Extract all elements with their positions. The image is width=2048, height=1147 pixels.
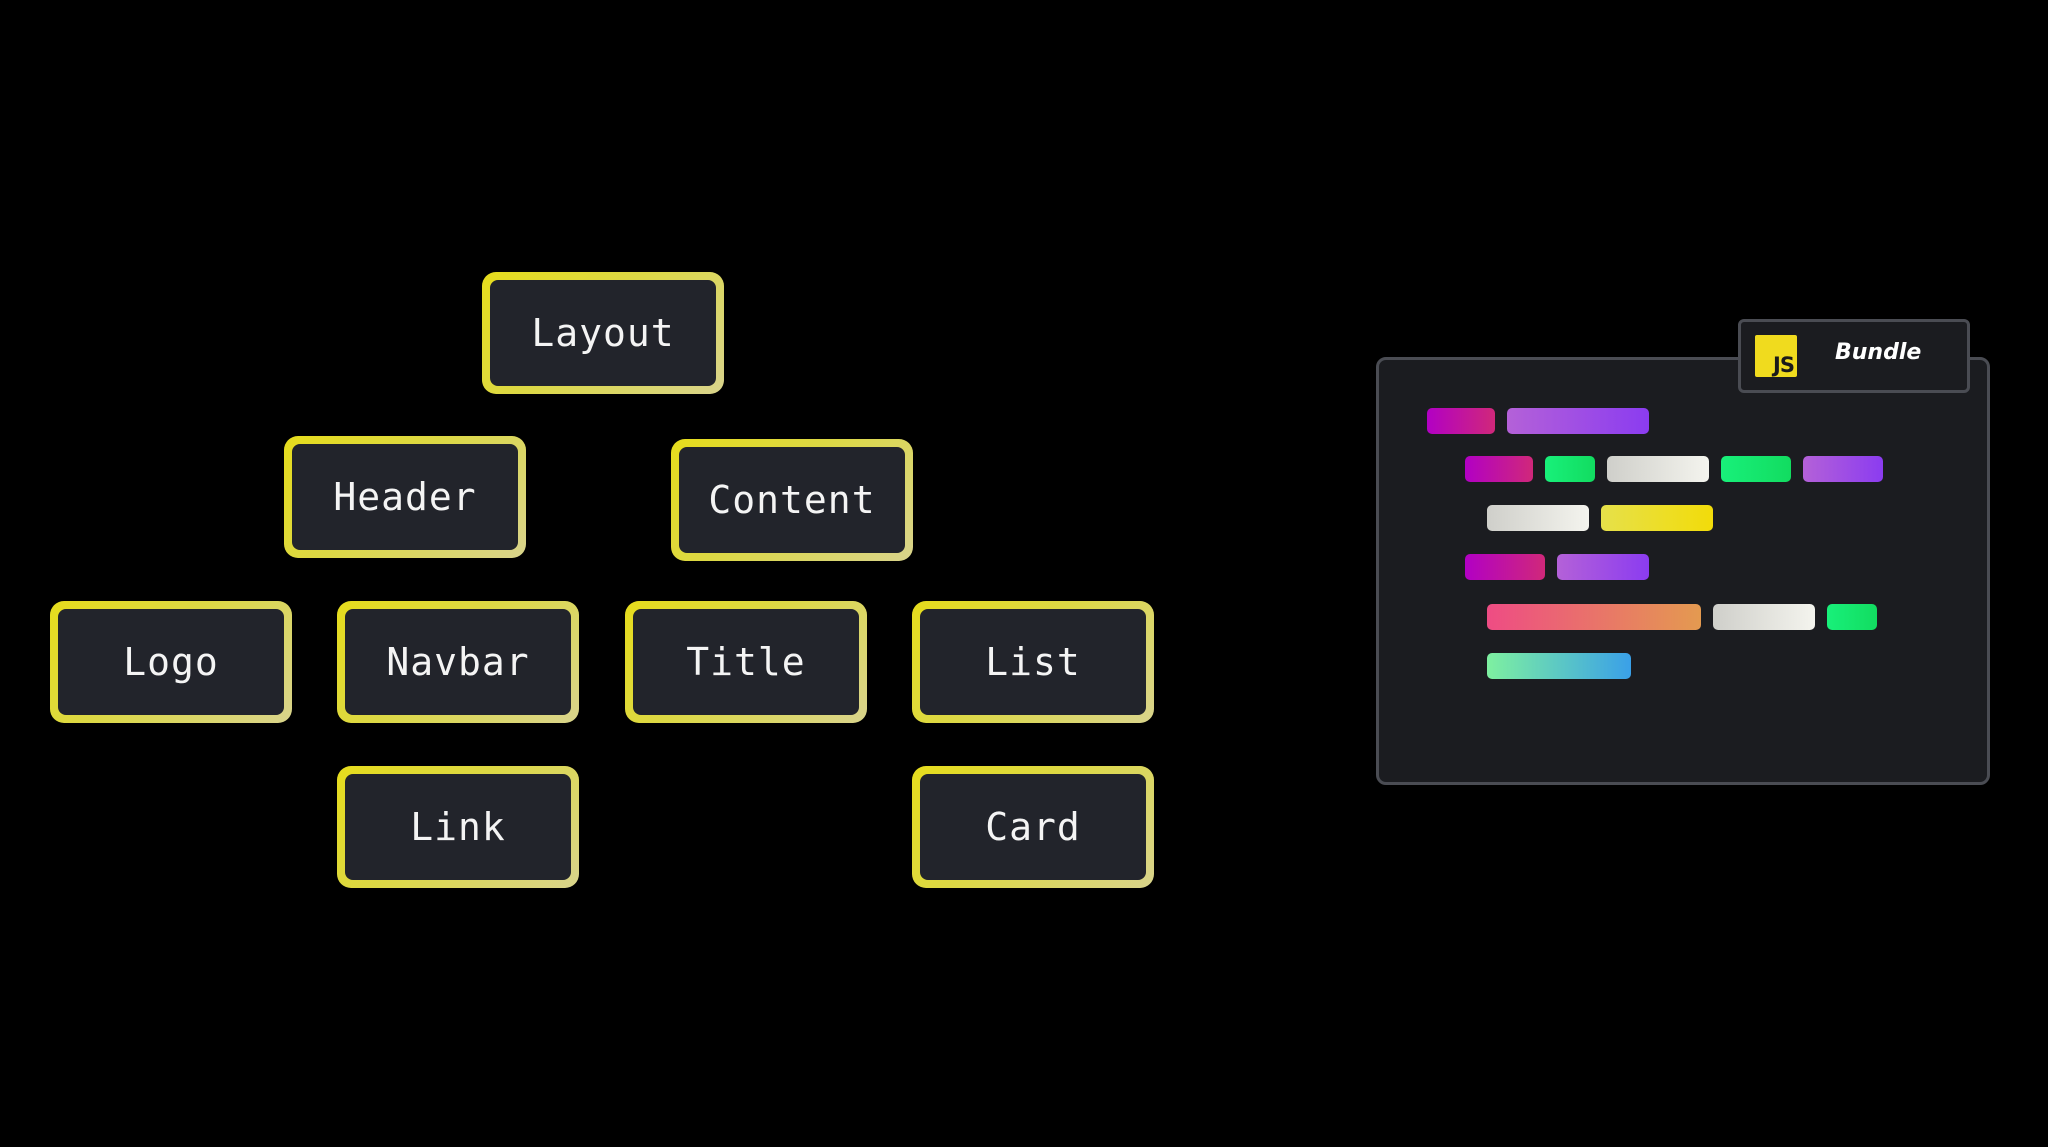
code-token-bar	[1557, 554, 1649, 580]
node-card: Card	[912, 766, 1154, 888]
bundle-title: Bundle	[1835, 340, 1922, 365]
node-layout-box: Layout	[490, 280, 716, 386]
code-token-bar	[1507, 408, 1649, 434]
node-card-box: Card	[920, 774, 1146, 880]
code-token-bar	[1427, 408, 1495, 434]
code-token-bar	[1487, 505, 1589, 531]
node-card-label: Card	[985, 805, 1081, 849]
node-list-box: List	[920, 609, 1146, 715]
node-content: Content	[671, 439, 913, 561]
code-token-bar	[1713, 604, 1815, 630]
node-header-label: Header	[333, 475, 477, 519]
node-content-label: Content	[708, 478, 876, 522]
node-list-label: List	[985, 640, 1081, 684]
node-layout: Layout	[482, 272, 724, 394]
node-content-box: Content	[679, 447, 905, 553]
javascript-icon-text: JS	[1773, 353, 1795, 377]
bundle-code-panel	[1376, 357, 1990, 785]
code-token-bar	[1545, 456, 1595, 482]
code-token-bar	[1803, 456, 1883, 482]
node-link-label: Link	[410, 805, 506, 849]
code-token-bar	[1721, 456, 1791, 482]
node-navbar: Navbar	[337, 601, 579, 723]
code-token-bar	[1601, 505, 1713, 531]
node-layout-label: Layout	[531, 311, 675, 355]
bundle-tab: JS Bundle	[1738, 319, 1970, 393]
node-link-box: Link	[345, 774, 571, 880]
node-title-box: Title	[633, 609, 859, 715]
node-navbar-label: Navbar	[386, 640, 530, 684]
node-header: Header	[284, 436, 526, 558]
node-link: Link	[337, 766, 579, 888]
node-logo: Logo	[50, 601, 292, 723]
code-token-bar	[1465, 554, 1545, 580]
node-logo-box: Logo	[58, 609, 284, 715]
node-title: Title	[625, 601, 867, 723]
code-token-bar	[1487, 604, 1701, 630]
javascript-icon: JS	[1755, 335, 1797, 377]
code-token-bar	[1465, 456, 1533, 482]
node-navbar-box: Navbar	[345, 609, 571, 715]
code-token-bar	[1487, 653, 1631, 679]
node-title-label: Title	[686, 640, 806, 684]
node-list: List	[912, 601, 1154, 723]
node-logo-label: Logo	[123, 640, 219, 684]
code-token-bar	[1827, 604, 1877, 630]
code-token-bar	[1607, 456, 1709, 482]
node-header-box: Header	[292, 444, 518, 550]
